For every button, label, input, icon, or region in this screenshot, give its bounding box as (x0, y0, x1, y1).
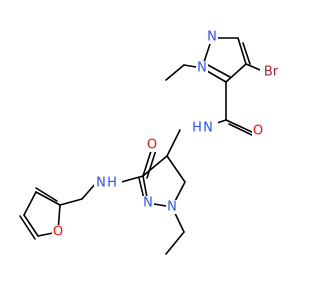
atom-n-amide1: N (203, 121, 213, 136)
atom-n-pyrazole2-substituted: N (167, 200, 177, 215)
atom-h-amide2: H (107, 176, 117, 191)
atom-bromine: Br (264, 65, 279, 80)
atom-o-amide1: O (253, 124, 263, 139)
atom-n-amide2: N (96, 176, 106, 191)
atom-h-amide1: H (192, 121, 202, 136)
atom-n-pyrazole2-eq: N (143, 196, 153, 211)
atom-n-pyrazole1-substituted: N (197, 61, 207, 76)
atom-n-pyrazole1-top: N (207, 30, 217, 45)
atom-o-furan: O (53, 225, 63, 240)
atom-o-amide2: O (147, 138, 157, 153)
molecule-structure-diagram: N N Br O H N O N H N N O (19, 29, 282, 255)
atom-labels: N N Br O H N O N H N N O (52, 30, 282, 240)
bond-lines (19, 37, 266, 255)
